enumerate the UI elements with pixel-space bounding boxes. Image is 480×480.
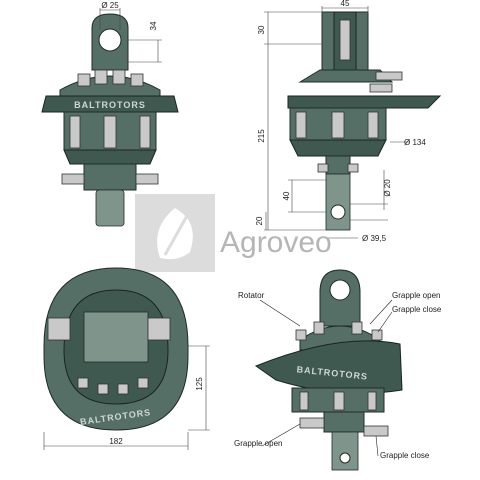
- dim-bottom-height: 125: [195, 377, 204, 391]
- dim-side-shaft: Ø 20: [383, 179, 392, 197]
- label-grapple-close-bottom: Grapple close: [380, 451, 430, 460]
- dim-side-body: Ø 134: [404, 138, 426, 147]
- dim-side-20: 20: [255, 216, 264, 225]
- watermark-logo: Agroveo: [135, 194, 332, 272]
- dim-side-width: 45: [341, 0, 350, 8]
- perspective-view: BALTROTORS: [254, 269, 403, 471]
- dim-side-bottom: Ø 39,5: [362, 234, 387, 243]
- front-view: BALTROTORS Ø 25 34: [41, 1, 179, 227]
- dim-top-hole: Ø 25: [101, 1, 119, 10]
- bottom-view: BALTROTORS 182 125: [43, 267, 210, 450]
- label-grapple-open-top: Grapple open: [392, 291, 440, 300]
- label-rotator: Rotator: [238, 291, 265, 300]
- dim-bottom-width: 182: [109, 437, 123, 446]
- dim-side-total: 215: [257, 129, 266, 143]
- side-view: 45 30 215 Ø 134 40 Ø 20 20 Ø 39,5: [255, 0, 442, 243]
- dim-side-top: 30: [257, 25, 266, 34]
- label-grapple-close-top: Grapple close: [392, 305, 442, 314]
- watermark-text: Agroveo: [220, 226, 332, 259]
- dim-side-40: 40: [282, 191, 291, 200]
- label-grapple-open-bottom: Grapple open: [234, 439, 282, 448]
- brand-text: BALTROTORS: [74, 100, 146, 110]
- dim-top-height: 34: [149, 21, 158, 30]
